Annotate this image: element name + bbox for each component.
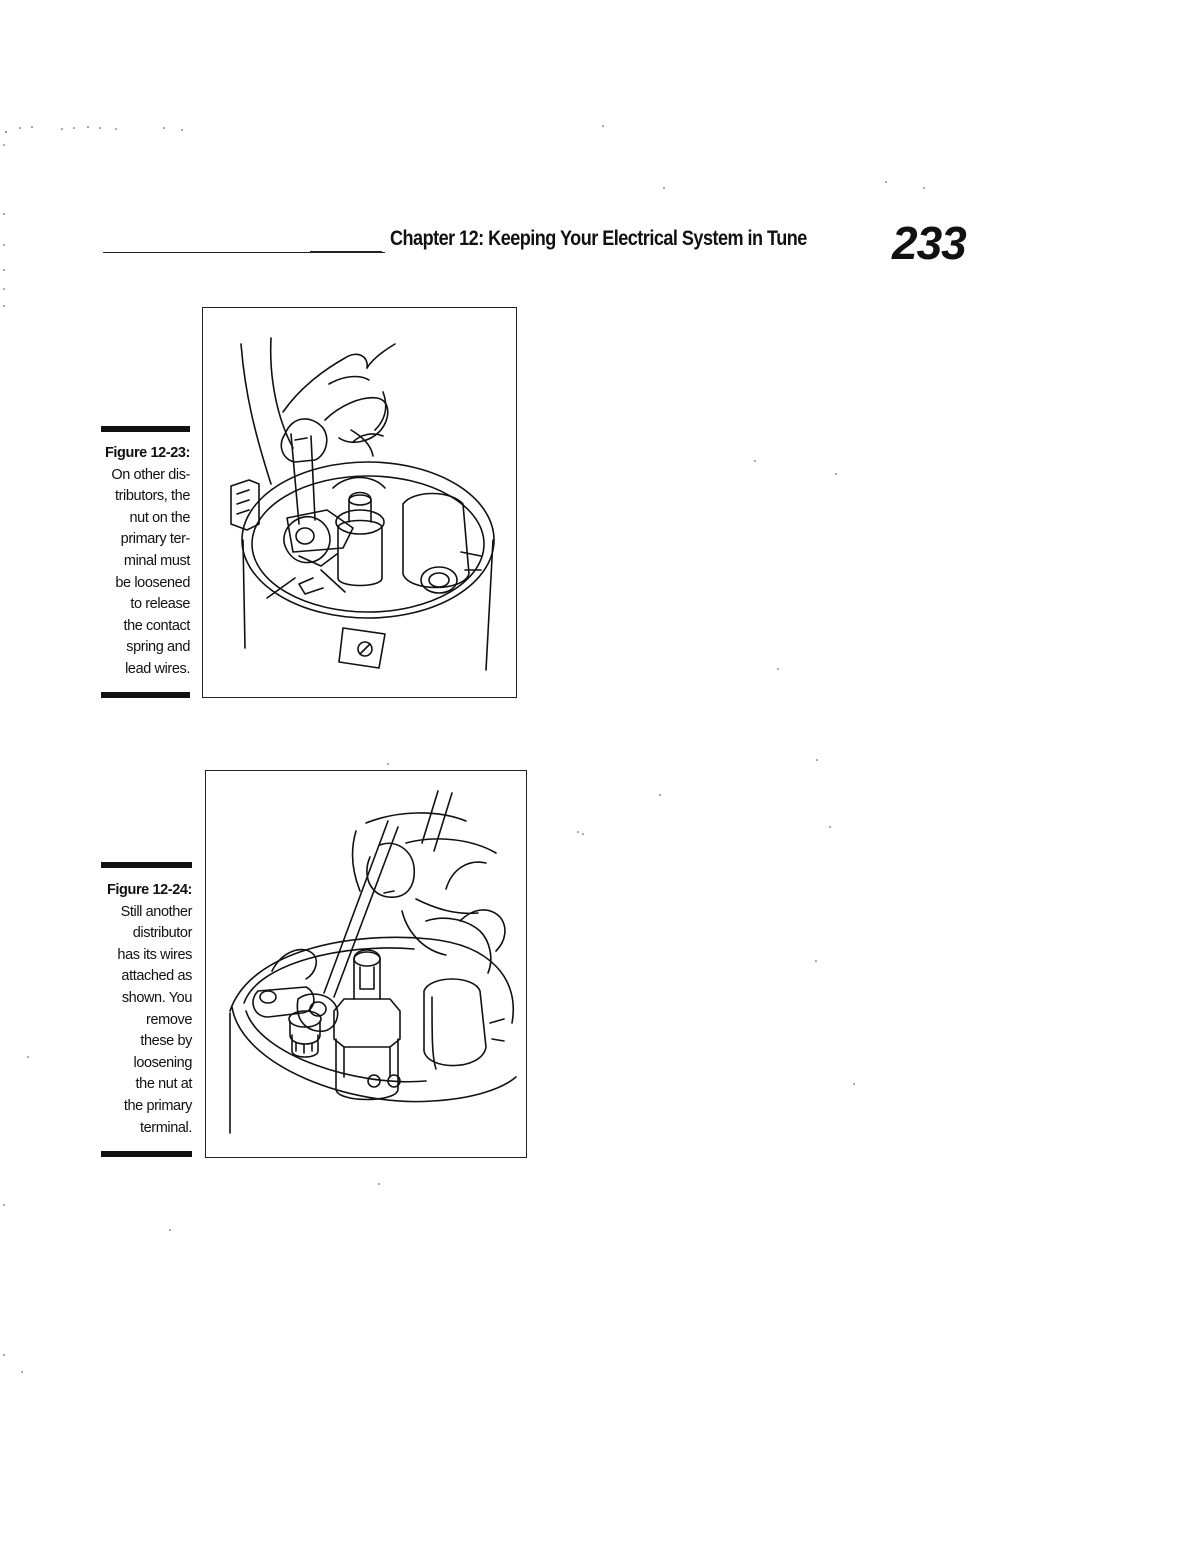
distributor-illustration <box>230 337 495 671</box>
caption-line: has its wires <box>117 946 192 963</box>
caption-line: attached as <box>121 968 192 985</box>
caption-line: terminal. <box>140 1119 192 1136</box>
caption-line: these by <box>140 1033 192 1050</box>
caption-line: the contact <box>123 617 190 634</box>
caption-line: the nut at <box>135 1076 193 1093</box>
caption-line: be loosened <box>115 574 190 591</box>
header-rule-segment <box>310 251 382 252</box>
caption-line: Still another <box>120 903 193 920</box>
caption-line: shown. You <box>121 989 193 1006</box>
figure-label: Figure 12-24: <box>106 882 192 898</box>
figure-caption: Figure 12-24: Still another distributor … <box>82 880 192 1139</box>
figure-label: Figure 12-23: <box>104 445 190 461</box>
caption-line: On other dis- <box>111 466 190 483</box>
caption-top-bar <box>101 862 192 868</box>
page-number: 233 <box>892 217 967 269</box>
distributor-illustration <box>229 790 517 1134</box>
caption-line: nut on the <box>129 509 191 526</box>
chapter-title: Chapter 12: Keeping Your Electrical Syst… <box>390 227 807 250</box>
caption-line: loosening <box>133 1054 193 1071</box>
caption-line: spring and <box>126 639 190 656</box>
figure-caption: Figure 12-23: On other dis- tributors, t… <box>80 443 190 681</box>
caption-bottom-bar <box>101 692 190 698</box>
caption-line: primary ter- <box>120 531 191 548</box>
caption-line: minal must <box>123 552 191 569</box>
figure-12-24-frame <box>205 770 527 1158</box>
caption-line: tributors, the <box>115 488 190 505</box>
figure-12-23-frame <box>202 307 517 698</box>
header-rule <box>103 252 385 253</box>
caption-bottom-bar <box>101 1151 192 1157</box>
caption-line: to release <box>130 596 190 613</box>
caption-top-bar <box>101 426 190 432</box>
caption-line: remove <box>146 1011 192 1028</box>
caption-line: the primary <box>123 1097 193 1114</box>
caption-line: lead wires. <box>125 660 190 677</box>
caption-line: distributor <box>132 925 193 942</box>
